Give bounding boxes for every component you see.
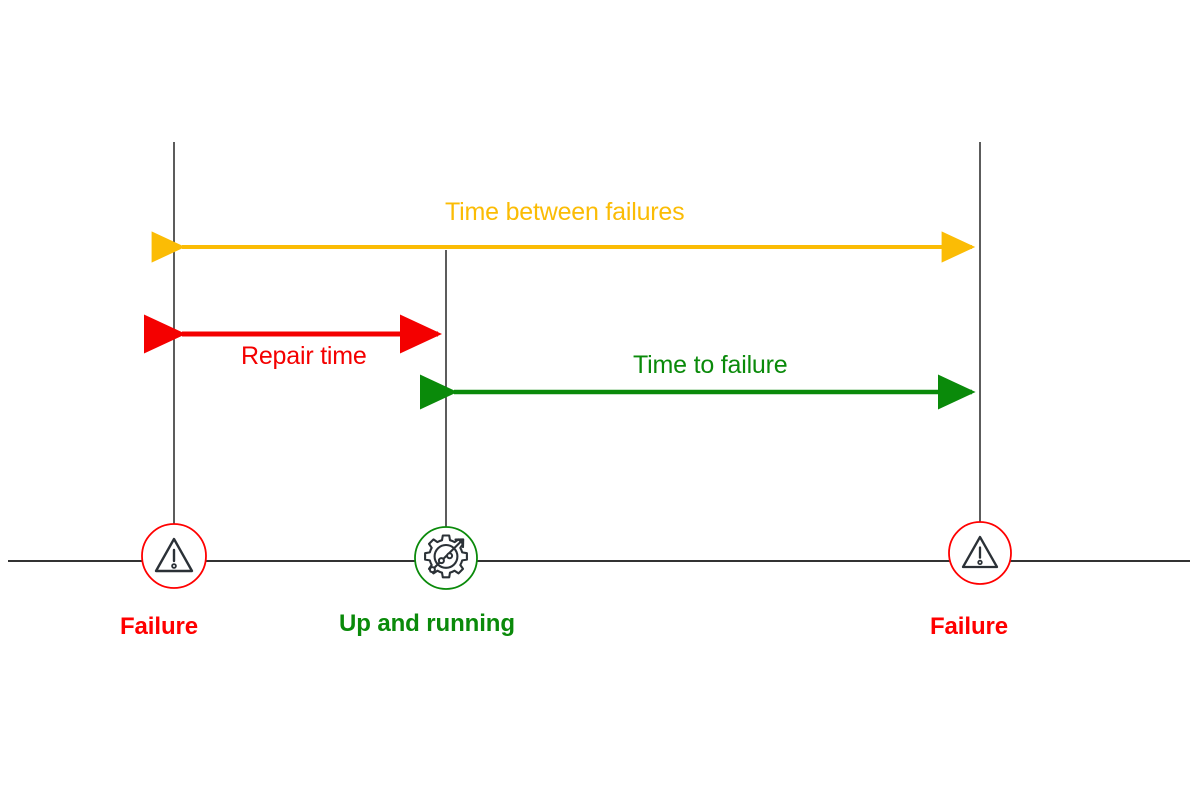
warning-triangle-icon xyxy=(961,535,999,569)
event-marker-failure-start[interactable] xyxy=(141,523,207,589)
event-label-failure-end: Failure xyxy=(930,613,1008,640)
label-time-to-failure: Time to failure xyxy=(633,351,788,379)
event-label-up-and-running: Up and running xyxy=(339,610,515,637)
label-time-between-failures: Time between failures xyxy=(445,198,685,226)
warning-triangle-icon xyxy=(154,537,194,573)
event-marker-up-and-running[interactable] xyxy=(414,526,478,590)
event-marker-failure-end[interactable] xyxy=(948,521,1012,585)
label-repair-time: Repair time xyxy=(241,342,367,370)
gear-trend-arrow-icon xyxy=(424,534,468,579)
event-label-failure-start: Failure xyxy=(120,613,198,640)
